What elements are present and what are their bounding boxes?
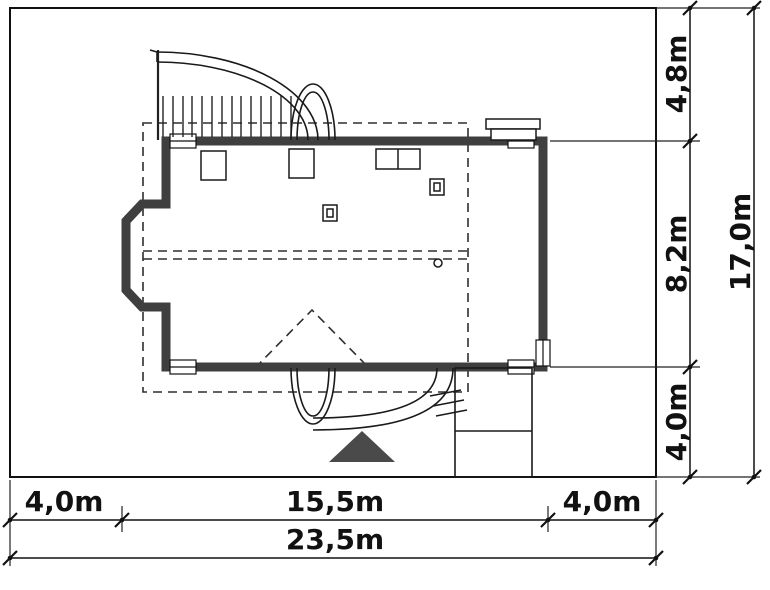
chimney [485,118,541,141]
driveway [454,367,533,478]
dimension-dots-bottom [7,517,659,561]
entrance-steps [312,367,468,431]
entrance-arch-inner [296,367,330,417]
dimension-right: 4,8m 8,2m 4,0m 17,0m [660,0,762,485]
extension-lines [9,7,760,566]
small-duct-inner [433,182,441,192]
plot-boundary [9,7,657,478]
terrace-arc [149,49,319,141]
steps-arc-inner [312,367,438,419]
small-duct-inner [326,208,334,218]
driveway-outline [454,367,533,478]
small-duct [429,178,445,196]
entrance-gable-dashed [254,308,370,369]
dim-bottom-center-label: 15,5m [286,485,384,518]
vent-shaft [200,150,227,181]
terrace-arc-endcap [149,49,158,53]
dim-right-bottom-label: 4,0m [660,383,693,462]
entrance-marker-triangle [329,431,395,462]
dormer-arch-outer [290,83,336,141]
dim-right-total-label: 17,0m [724,193,757,291]
entrance-arch [290,367,336,425]
dimension-bottom: 4,0m 15,5m 4,0m 23,5m [2,485,664,566]
dimension-dots-right [687,5,757,480]
step-tread [429,389,462,397]
step-tread [435,409,468,417]
entrance-arch-outer [290,367,336,425]
terrace-arc-inner [156,61,309,141]
dormer-arch-inner [296,91,330,141]
drain-circle [433,258,443,268]
steps-arc-outer [312,367,454,431]
dim-right-top-label: 4,8m [660,35,693,114]
exterior-walls [121,136,548,372]
step-tread [432,399,465,407]
terrace-balustrade [156,50,292,140]
dim-bottom-total-label: 23,5m [286,523,384,556]
chimney-upper [485,118,541,130]
chimney-lower [490,128,537,141]
interior-elements [200,148,445,268]
terrace-arc-outer [156,51,319,141]
vent-shaft [288,148,315,179]
dim-bottom-left-label: 4,0m [25,485,104,518]
small-duct [322,204,338,222]
arched-dormer-top [290,83,336,141]
dim-right-middle-label: 8,2m [660,215,693,294]
dim-bottom-right-label: 4,0m [563,485,642,518]
